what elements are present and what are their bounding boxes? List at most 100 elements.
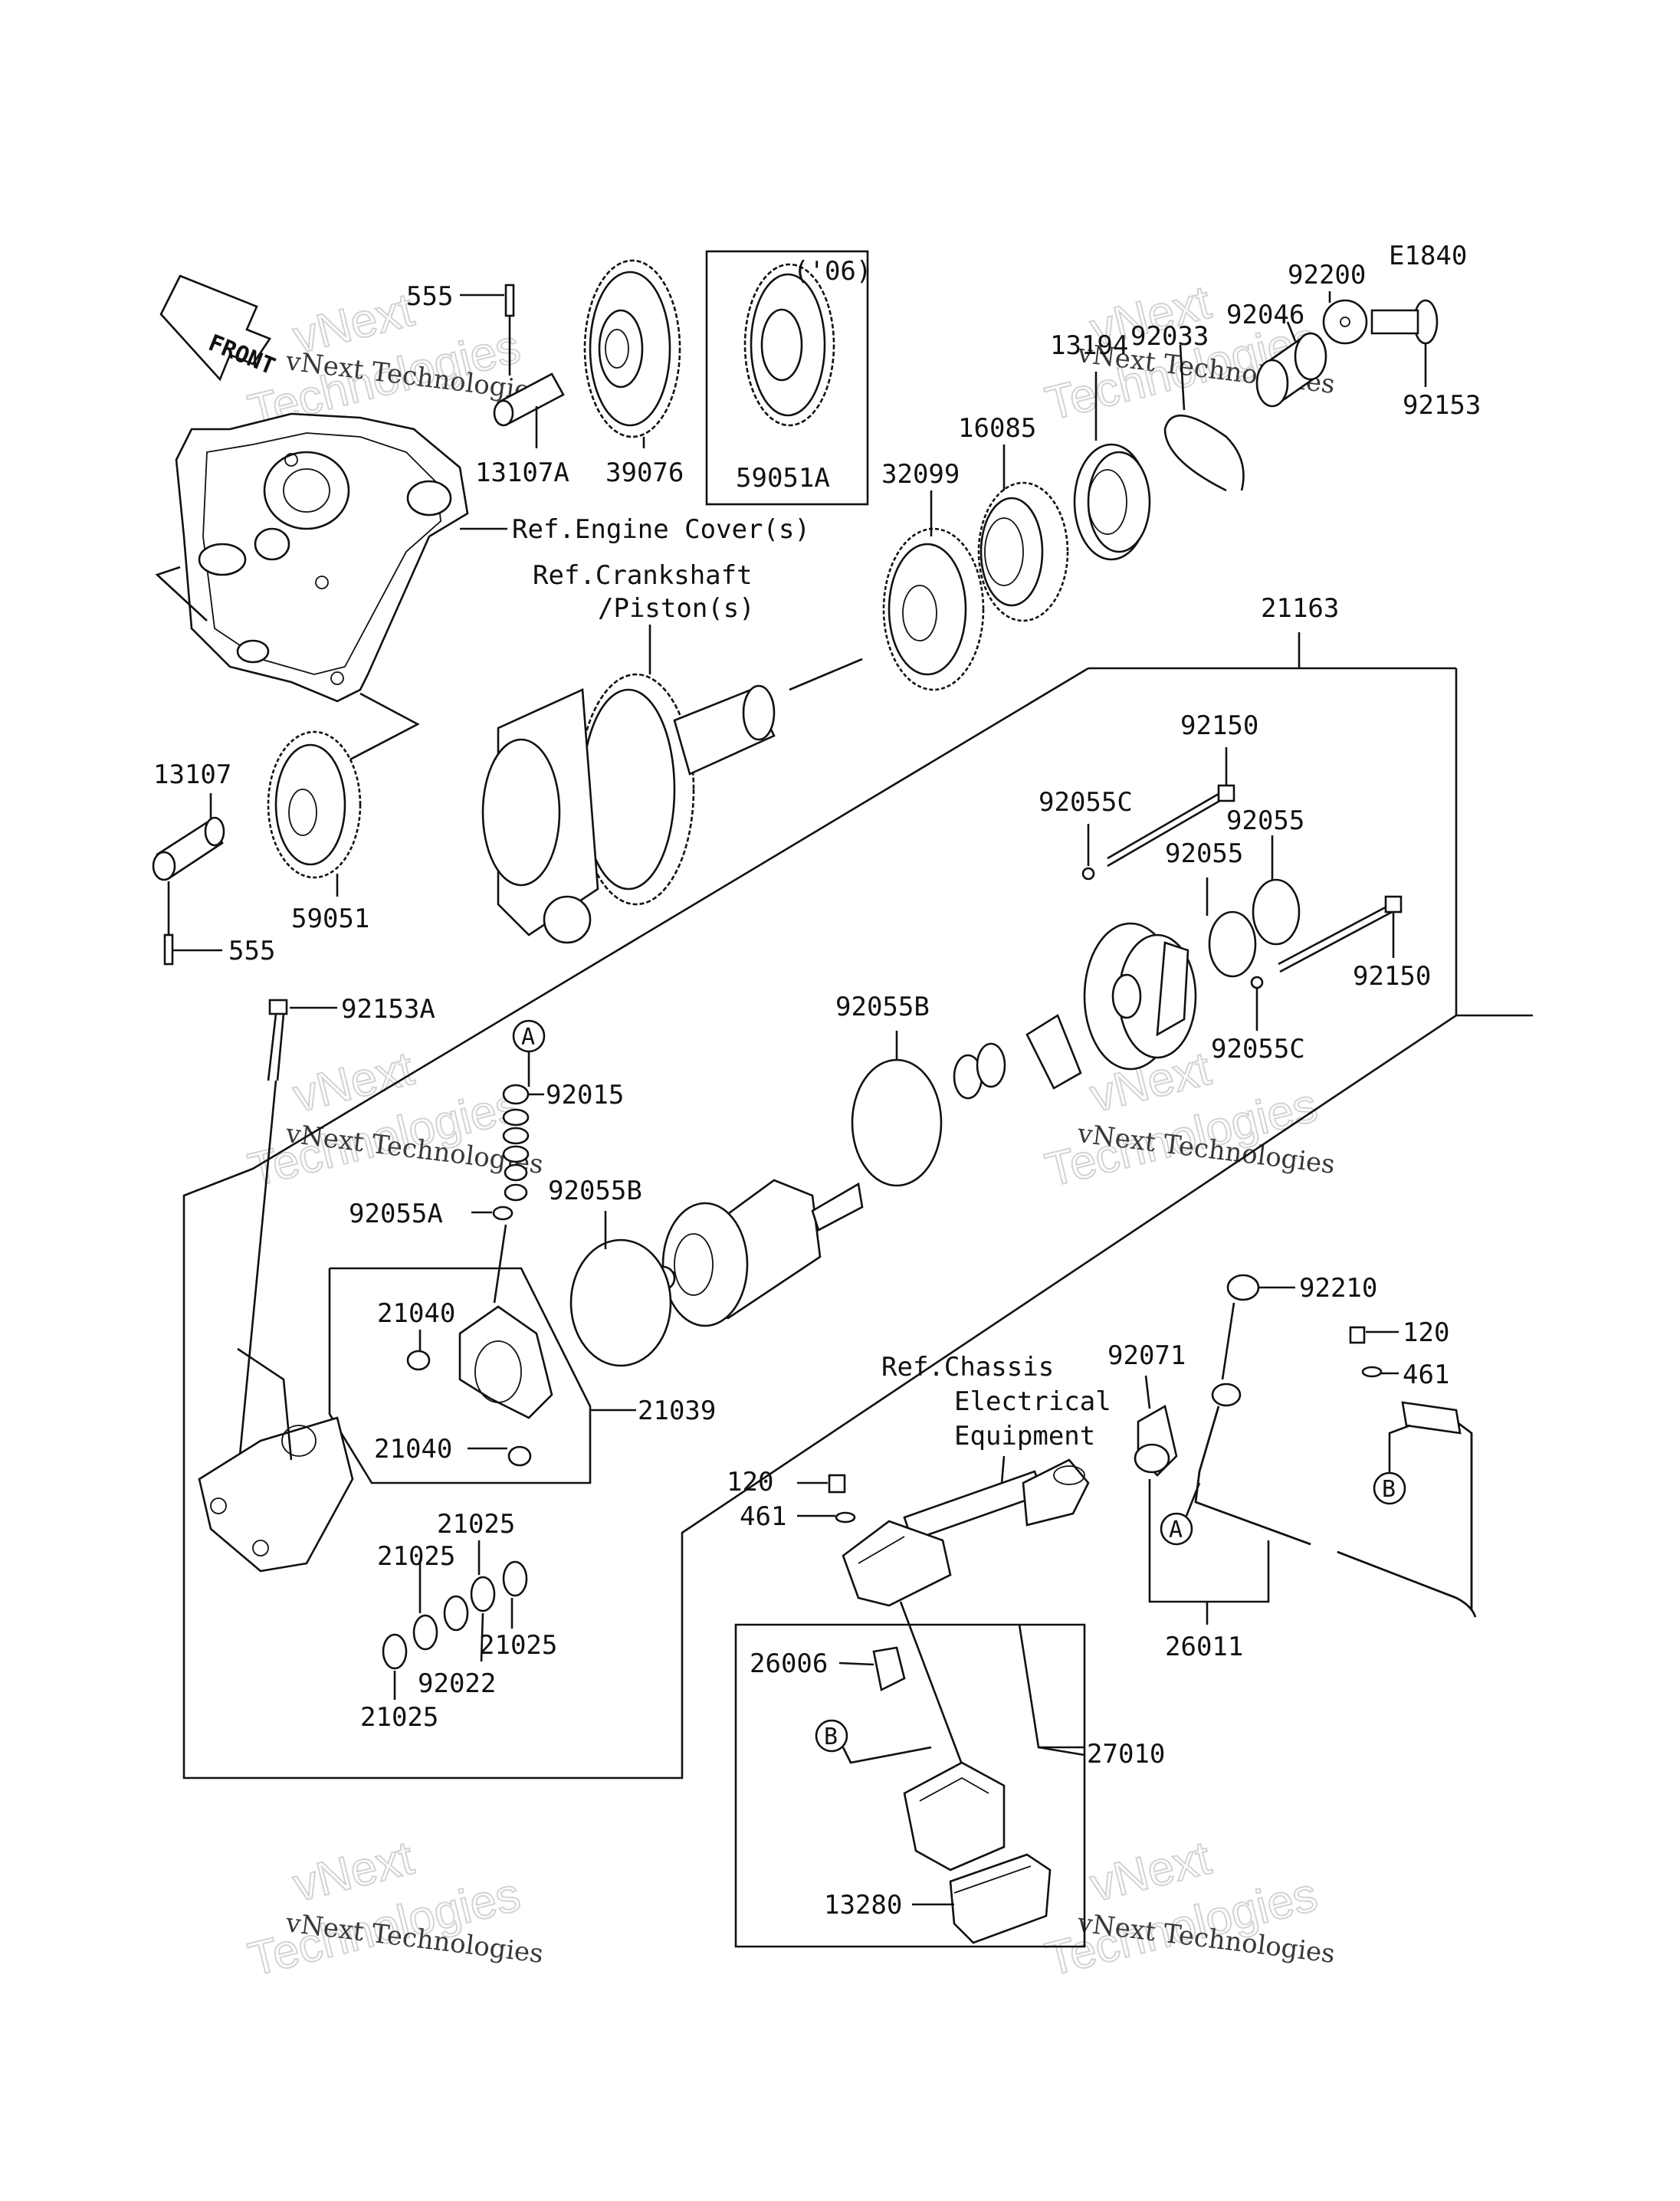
washer-stack <box>953 1014 1082 1100</box>
fuse-26006 <box>838 1646 906 1691</box>
circle-a-bottom: A <box>1160 1482 1201 1546</box>
circle-a-letter: A <box>521 1024 535 1051</box>
box-59051A: ('06) 59051A <box>705 250 871 506</box>
label-16085: 16085 <box>958 413 1036 444</box>
label-92055-b: 92055 <box>1226 805 1304 836</box>
relay-unit <box>903 1761 1006 1871</box>
nut-92015-stack <box>471 1084 544 1304</box>
label-92055C-top: 92055C <box>1039 787 1133 818</box>
label-39076: 39076 <box>605 458 684 488</box>
ref-chassis-line3: Equipment <box>954 1421 1095 1451</box>
clutch-13194 <box>1073 372 1151 561</box>
engine-cover <box>175 412 469 703</box>
label-21025-d: 21025 <box>360 1702 438 1733</box>
bolt-92153 <box>1370 299 1439 387</box>
label-461-right: 461 <box>1403 1360 1449 1390</box>
washer-461-left <box>797 1511 856 1524</box>
label-92055C-bottom: 92055C <box>1211 1034 1305 1064</box>
crankshaft <box>481 625 863 944</box>
label-27010: 27010 <box>1087 1739 1165 1770</box>
gear-32099 <box>882 490 985 691</box>
label-92071: 92071 <box>1107 1340 1186 1371</box>
circle-a-letter: A <box>1169 1517 1183 1543</box>
oring-92055B-a <box>851 1031 943 1187</box>
oring-92055-a <box>1206 877 1257 978</box>
screw-120-right <box>1349 1326 1399 1344</box>
bearing-92046 <box>1255 321 1327 408</box>
dowel-13107 <box>152 793 225 881</box>
label-21040-top: 21040 <box>377 1298 455 1329</box>
circle-a-top: A <box>512 1019 546 1087</box>
ref-chassis-line2: Electrical <box>954 1386 1111 1417</box>
label-59051A: 59051A <box>736 463 830 494</box>
label-92210: 92210 <box>1299 1273 1377 1304</box>
dowel-13107A <box>493 316 565 448</box>
circle-b-letter: B <box>1382 1476 1396 1503</box>
label-92153A: 92153A <box>341 994 435 1025</box>
gear-39076 <box>583 259 681 448</box>
oring-92055C-bottom <box>1250 976 1264 1031</box>
label-555-top: 555 <box>406 281 453 312</box>
label-13107: 13107 <box>153 759 231 790</box>
boot-92071 <box>1134 1375 1178 1477</box>
oring-92055-b <box>1252 835 1301 946</box>
relay-box-27010 <box>734 1601 1086 1948</box>
diagram-code: E1840 <box>1389 241 1467 271</box>
relay-cover-13280 <box>912 1853 1052 1944</box>
armature <box>635 1179 864 1327</box>
pin-555-bottom <box>163 881 222 966</box>
ref-engine-cover: Ref.Engine Cover(s) <box>512 514 810 545</box>
label-21040-bottom: 21040 <box>374 1434 452 1465</box>
label-92022: 92022 <box>418 1668 496 1699</box>
washer-92200 <box>1322 291 1368 345</box>
circle-b-letter: B <box>824 1724 838 1750</box>
ref-crankshaft-line1: Ref.Crankshaft <box>533 560 753 591</box>
label-92200: 92200 <box>1288 260 1366 290</box>
label-59051: 59051 <box>291 904 369 934</box>
cable-26011 <box>1148 1383 1477 1625</box>
label-92055B-a: 92055B <box>835 992 930 1022</box>
label-26011: 26011 <box>1165 1632 1243 1662</box>
ref-chassis-line1: Ref.Chassis <box>881 1352 1054 1383</box>
nut-92210 <box>1221 1274 1295 1380</box>
gear-16085 <box>977 444 1069 622</box>
label-461-left: 461 <box>740 1501 786 1532</box>
washers-21025 <box>382 1540 528 1700</box>
starter-end-cover <box>1083 922 1197 1071</box>
label-92015: 92015 <box>546 1080 624 1110</box>
label-120-right: 120 <box>1403 1317 1449 1348</box>
bolt-92150-top <box>1107 747 1235 868</box>
label-13280: 13280 <box>824 1890 902 1921</box>
washer-461-right <box>1361 1366 1399 1378</box>
front-housing <box>198 1347 354 1573</box>
label-21039: 21039 <box>638 1396 716 1426</box>
brush-holder-box-21039 <box>328 1267 636 1484</box>
year-note: ('06) <box>793 256 871 287</box>
oring-92055B-b <box>569 1211 672 1367</box>
label-13194: 13194 <box>1050 330 1128 361</box>
bolt-92153A <box>236 999 337 1480</box>
label-92153: 92153 <box>1403 390 1481 421</box>
relay-lead <box>903 1458 1090 1542</box>
bolt-92150-right <box>1278 895 1403 973</box>
label-21025-c: 21025 <box>479 1630 557 1661</box>
starter-relay-body <box>842 1520 952 1607</box>
label-555-bottom: 555 <box>228 936 275 966</box>
label-120-left: 120 <box>727 1467 773 1497</box>
label-92055A: 92055A <box>349 1199 443 1229</box>
ref-crankshaft-line2: /Piston(s) <box>598 593 755 624</box>
gear-59051 <box>267 730 362 897</box>
label-13107A: 13107A <box>475 458 569 488</box>
label-21025-a: 21025 <box>437 1509 515 1540</box>
label-92033: 92033 <box>1130 321 1209 352</box>
label-92150-right: 92150 <box>1353 961 1431 992</box>
label-26006: 26006 <box>750 1648 828 1679</box>
label-21025-b: 21025 <box>377 1541 455 1572</box>
oring-92055C-top <box>1081 824 1095 881</box>
circlip-92033 <box>1163 344 1245 492</box>
screw-120-left <box>797 1474 846 1494</box>
label-21163: 21163 <box>1261 593 1339 624</box>
assembly-21163-frame <box>182 632 1533 1779</box>
